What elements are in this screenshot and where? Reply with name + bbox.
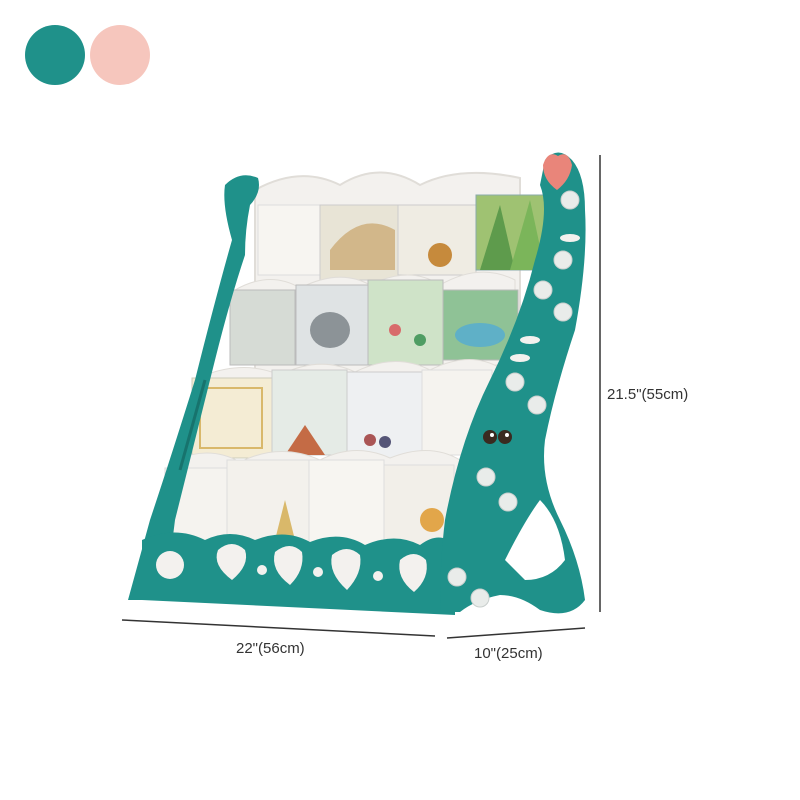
depth-dimension-label: 10"(25cm) [474,645,543,662]
side-cutout [505,500,565,580]
shelf-row-2 [229,271,519,366]
width-line [121,619,436,637]
front-rail-cutouts [156,544,427,592]
width-dimension-label: 22"(56cm) [236,640,305,657]
dino-eye-left [483,430,497,444]
dimension-lines [121,155,601,639]
dino-eye-right [498,430,512,444]
left-side-panel [128,175,259,600]
shelf-row-1 [257,194,549,281]
heart-ornament [543,154,572,190]
shelf-row-3 [191,359,501,461]
color-swatch-pink[interactable] [90,25,150,85]
side-notches [510,234,580,362]
color-swatch-teal[interactable] [25,25,85,85]
depth-line [446,627,586,639]
height-dimension-label: 21.5"(55cm) [607,386,689,403]
dino-spots [447,190,580,608]
